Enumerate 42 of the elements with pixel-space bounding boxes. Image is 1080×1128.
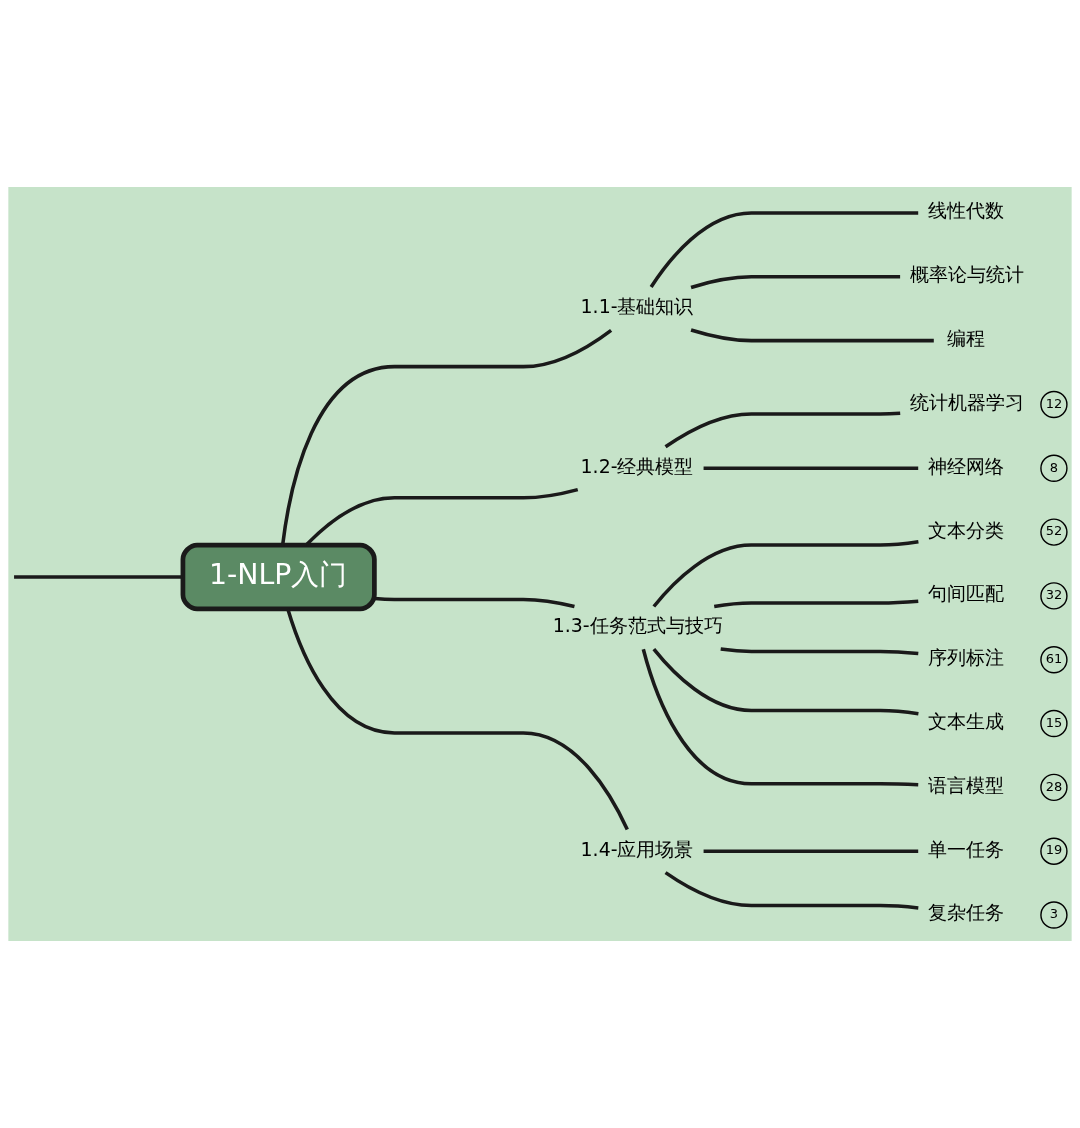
node-text: 序列标注	[928, 646, 1005, 669]
connector	[280, 328, 613, 546]
connector	[286, 608, 629, 831]
node-text: 1.3-任务范式与技巧	[552, 614, 723, 637]
node-text: 概率论与统计	[909, 263, 1024, 286]
connector	[713, 599, 919, 609]
connector	[720, 647, 919, 656]
node-text: 复杂任务	[928, 901, 1005, 924]
connector	[690, 275, 901, 290]
connector	[374, 596, 575, 609]
node-text: 文本分类	[928, 518, 1005, 541]
node-label: 61	[1045, 651, 1063, 667]
node-label: 19	[1045, 842, 1063, 858]
node-text: 文本生成	[928, 710, 1005, 733]
connector	[664, 871, 919, 910]
connector	[652, 540, 919, 608]
connector	[652, 648, 919, 716]
node-text: 语言模型	[928, 773, 1005, 796]
node-label: 12	[1045, 395, 1063, 411]
node-label: 32	[1045, 587, 1063, 603]
node-text: 神经网络	[928, 454, 1005, 477]
node-label: 28	[1045, 778, 1063, 794]
connector	[703, 466, 919, 471]
connector	[649, 211, 919, 288]
node-text: 单一任务	[928, 837, 1005, 860]
connector	[664, 411, 901, 449]
node-text: 线性代数	[928, 199, 1005, 222]
node-label: 3	[1049, 906, 1059, 922]
node-label: 15	[1045, 714, 1063, 730]
connector	[690, 328, 934, 343]
node-text: 1.4-应用场景	[580, 837, 694, 860]
node-text: 编程	[946, 327, 985, 350]
node-label: 8	[1049, 459, 1059, 475]
connector	[703, 849, 919, 853]
node-text: 1.1-基础知识	[580, 295, 694, 318]
node-text: 1.2-经典模型	[580, 454, 694, 477]
connector	[641, 648, 919, 787]
node-label: 52	[1045, 523, 1063, 539]
node-box: 1-NLP入门	[180, 542, 377, 612]
node-text: 统计机器学习	[909, 390, 1024, 413]
node-text: 句间匹配	[928, 582, 1005, 605]
connector	[14, 575, 183, 579]
